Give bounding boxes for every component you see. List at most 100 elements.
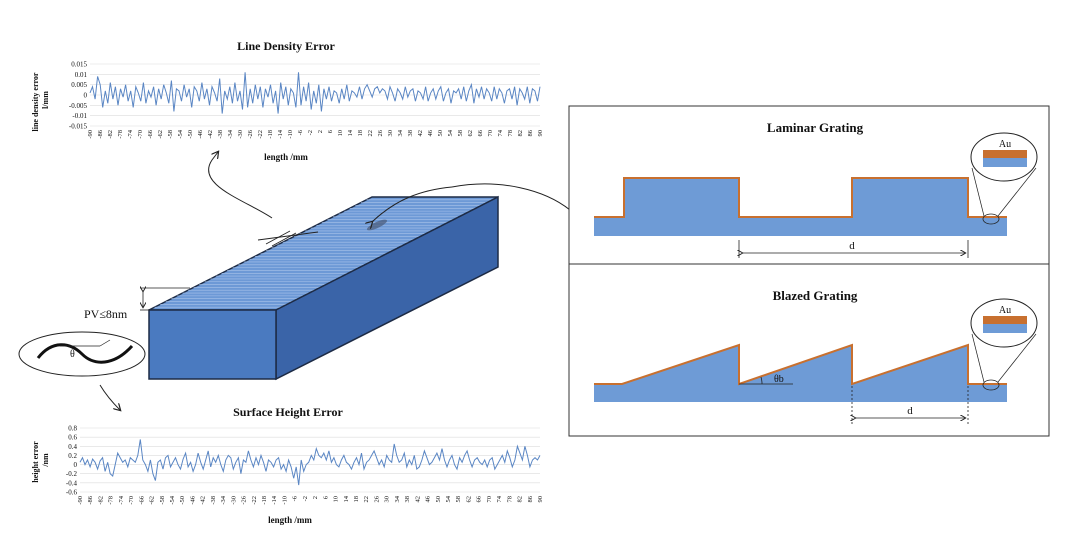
x-tick-label: -90 [87, 130, 94, 139]
laminar-grating: Laminar Grating d Au [594, 120, 1038, 258]
x-tick-label: 86 [527, 129, 534, 136]
x-tick-label: 26 [377, 129, 384, 136]
x-tick-label: -46 [189, 495, 196, 504]
x-tick-label: -42 [207, 130, 214, 139]
x-axis-label: length /mm [264, 152, 308, 162]
x-tick-label: 90 [537, 496, 544, 503]
x-tick-label: -2 [302, 496, 309, 501]
y-ticks: 0.80.60.40.20-0.2-0.4-0.6 [66, 425, 78, 497]
connector-arrow-to-bottom-chart [99, 384, 120, 410]
x-tick-label: 14 [343, 495, 350, 502]
laminar-substrate [594, 178, 1007, 236]
x-tick-label: 82 [517, 496, 524, 503]
gridlines [80, 427, 540, 493]
x-tick-label: 26 [373, 495, 380, 502]
x-tick-label: -34 [220, 495, 227, 504]
chart-title: Surface Height Error [233, 405, 343, 419]
period-label: d [907, 405, 913, 417]
connector-arrow-to-top-chart [208, 152, 273, 219]
x-tick-label: -42 [200, 496, 207, 505]
x-tick-label: -50 [187, 130, 194, 139]
x-tick-label: -18 [261, 496, 268, 505]
x-tick-label: -30 [230, 496, 237, 505]
y-tick-label: 0 [84, 92, 88, 100]
x-tick-label: -78 [117, 130, 124, 139]
laminar-au-coating [594, 177, 1007, 218]
x-tick-label: -2 [307, 130, 314, 135]
y-tick-label: 0 [74, 461, 78, 469]
x-tick-label: 50 [437, 130, 444, 137]
gridlines [90, 63, 540, 127]
blazed-au-coating [594, 343, 1007, 386]
surface-profile-inset: θ [18, 331, 146, 377]
blazed-title: Blazed Grating [773, 288, 858, 303]
au-layer [983, 316, 1027, 324]
x-tick-label: 54 [447, 129, 454, 136]
substrate-layer [983, 324, 1027, 333]
x-tick-label: 38 [407, 130, 414, 137]
x-tick-label: -86 [97, 129, 104, 138]
x-tick-label: 62 [467, 130, 474, 137]
x-tick-label: 78 [506, 496, 513, 503]
connector-curve-to-panel [451, 183, 571, 211]
x-tick-label: 70 [486, 496, 493, 503]
y-axis-label: height error [31, 441, 40, 483]
y-tick-label: 0.8 [68, 425, 77, 433]
zoom-line [971, 333, 985, 383]
x-tick-label: 42 [414, 496, 421, 503]
x-tick-label: 22 [363, 496, 370, 503]
x-tick-label: 6 [322, 495, 329, 499]
y-axis-label: line density error [31, 72, 40, 131]
x-tick-label: 30 [387, 130, 394, 137]
x-tick-label: -18 [267, 130, 274, 139]
x-tick-label: 70 [487, 130, 494, 137]
x-tick-label: -14 [271, 495, 278, 504]
x-tick-label: 50 [435, 496, 442, 503]
series-line [89, 72, 541, 114]
x-tick-label: 58 [457, 130, 464, 137]
x-tick-label: -26 [247, 129, 254, 138]
x-tick-label: 78 [507, 130, 514, 137]
x-tick-label: -50 [179, 496, 186, 505]
x-tick-label: -38 [217, 130, 224, 139]
x-tick-label: -38 [210, 496, 217, 505]
grating-rulings [154, 199, 493, 308]
zoom-line [971, 167, 985, 217]
x-tick-label: 18 [357, 130, 364, 137]
x-axis-label: length /mm [268, 515, 312, 525]
y-tick-label: 0.005 [71, 81, 87, 89]
zoom-line [997, 167, 1037, 217]
y-axis-unit: l/mm [41, 91, 50, 109]
x-tick-label: 22 [367, 130, 374, 137]
x-tick-label: -82 [97, 496, 104, 505]
spacing-marker [257, 231, 319, 241]
x-tick-label: -90 [77, 496, 84, 505]
x-tick-label: -62 [157, 130, 164, 139]
zoom-region [982, 379, 1000, 391]
x-tick-label: 10 [337, 130, 344, 137]
y-tick-label: -0.2 [66, 470, 78, 478]
y-tick-label: -0.015 [69, 123, 88, 131]
y-tick-label: 0.4 [68, 443, 77, 451]
x-tick-label: 14 [347, 129, 354, 136]
y-tick-label: 0.01 [75, 71, 88, 79]
y-tick-label: -0.4 [66, 479, 78, 487]
zoom-line [997, 333, 1037, 383]
x-tick-label: 46 [425, 495, 432, 502]
y-tick-label: 0.6 [68, 434, 77, 442]
x-tick-label: 58 [455, 496, 462, 503]
surface-profile-curve [36, 343, 134, 364]
x-tick-label: 6 [327, 129, 334, 133]
y-tick-label: -0.6 [66, 489, 78, 497]
x-tick-label: -30 [237, 130, 244, 139]
x-tick-label: 2 [317, 130, 324, 133]
x-tick-label: -66 [138, 495, 145, 504]
x-tick-label: 30 [384, 496, 391, 503]
x-tick-label: -54 [169, 495, 176, 504]
y-tick-label: -0.01 [72, 112, 87, 120]
x-tick-label: -34 [227, 129, 234, 138]
spacing-marker [271, 232, 297, 247]
connector-arrow-from-spot [372, 186, 453, 222]
x-tick-label: 18 [353, 496, 360, 503]
x-tick-label: -54 [177, 129, 184, 138]
